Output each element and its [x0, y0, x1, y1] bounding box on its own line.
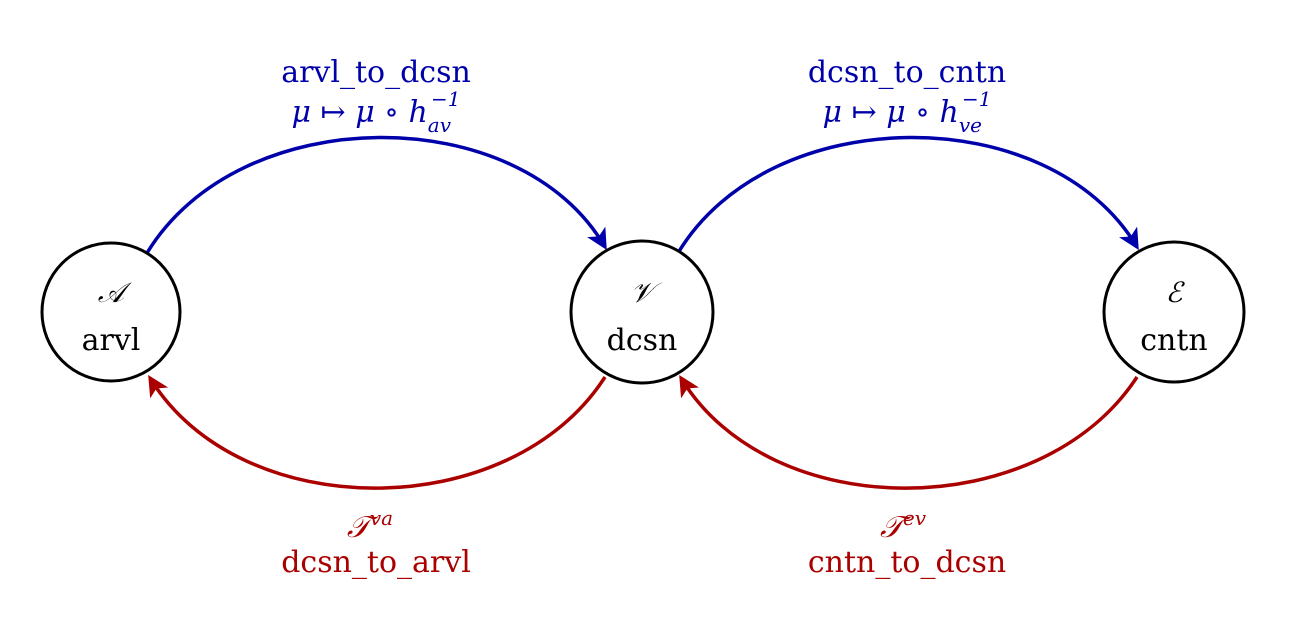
edge-dcsn-to-cntn: [676, 135, 1139, 254]
node-arvl-circle: [40, 241, 182, 383]
node-cntn-symbol: ℰ: [1166, 276, 1186, 309]
label-dcsn-to-cntn: dcsn_to_cntn μ ↦ μ ∘ hve−1: [808, 55, 1006, 137]
node-dcsn-circle: [569, 239, 715, 385]
edge-map-sub: av: [428, 113, 452, 137]
edge-op-dcsn-to-arvl: 𝒯va: [347, 506, 393, 545]
edge-dcsn-to-arvl: [148, 375, 607, 490]
edge-map-sub: ve: [959, 113, 982, 137]
edge-op-cntn-to-dcsn: 𝒯ev: [880, 506, 927, 545]
edge-map-sup: −1: [962, 87, 991, 111]
edge-name-dcsn-to-cntn: dcsn_to_cntn: [808, 55, 1006, 90]
edge-name-dcsn-to-arvl: dcsn_to_arvl: [281, 545, 471, 580]
edge-map-base: μ ↦ μ ∘ h: [291, 95, 427, 130]
edge-cntn-to-dcsn: [679, 375, 1139, 490]
edge-arvl-to-dcsn: [145, 135, 607, 254]
edge-map-base: μ ↦ μ ∘ h: [823, 95, 959, 130]
node-cntn-label: cntn: [1140, 323, 1208, 358]
node-dcsn-label: dcsn: [607, 323, 678, 358]
node-arvl-label: arvl: [82, 323, 141, 358]
node-cntn-circle: [1102, 240, 1246, 384]
edge-map-dcsn-to-cntn: μ ↦ μ ∘ hve−1: [823, 87, 992, 137]
label-dcsn-to-arvl: 𝒯va dcsn_to_arvl: [281, 506, 471, 580]
edge-name-arvl-to-dcsn: arvl_to_dcsn: [281, 55, 471, 90]
node-cntn: ℰ cntn: [1102, 240, 1246, 384]
edge-op-sup: ev: [903, 506, 927, 530]
edge-op-sup: va: [370, 506, 393, 530]
edge-name-cntn-to-dcsn: cntn_to_dcsn: [808, 545, 1006, 580]
node-dcsn: 𝒱 dcsn: [569, 239, 715, 385]
label-arvl-to-dcsn: arvl_to_dcsn μ ↦ μ ∘ hav−1: [281, 55, 471, 137]
edge-map-arvl-to-dcsn: μ ↦ μ ∘ hav−1: [291, 87, 460, 137]
edge-map-sup: −1: [431, 87, 460, 111]
label-cntn-to-dcsn: 𝒯ev cntn_to_dcsn: [808, 506, 1006, 580]
node-arvl: 𝒜 arvl: [40, 241, 182, 383]
